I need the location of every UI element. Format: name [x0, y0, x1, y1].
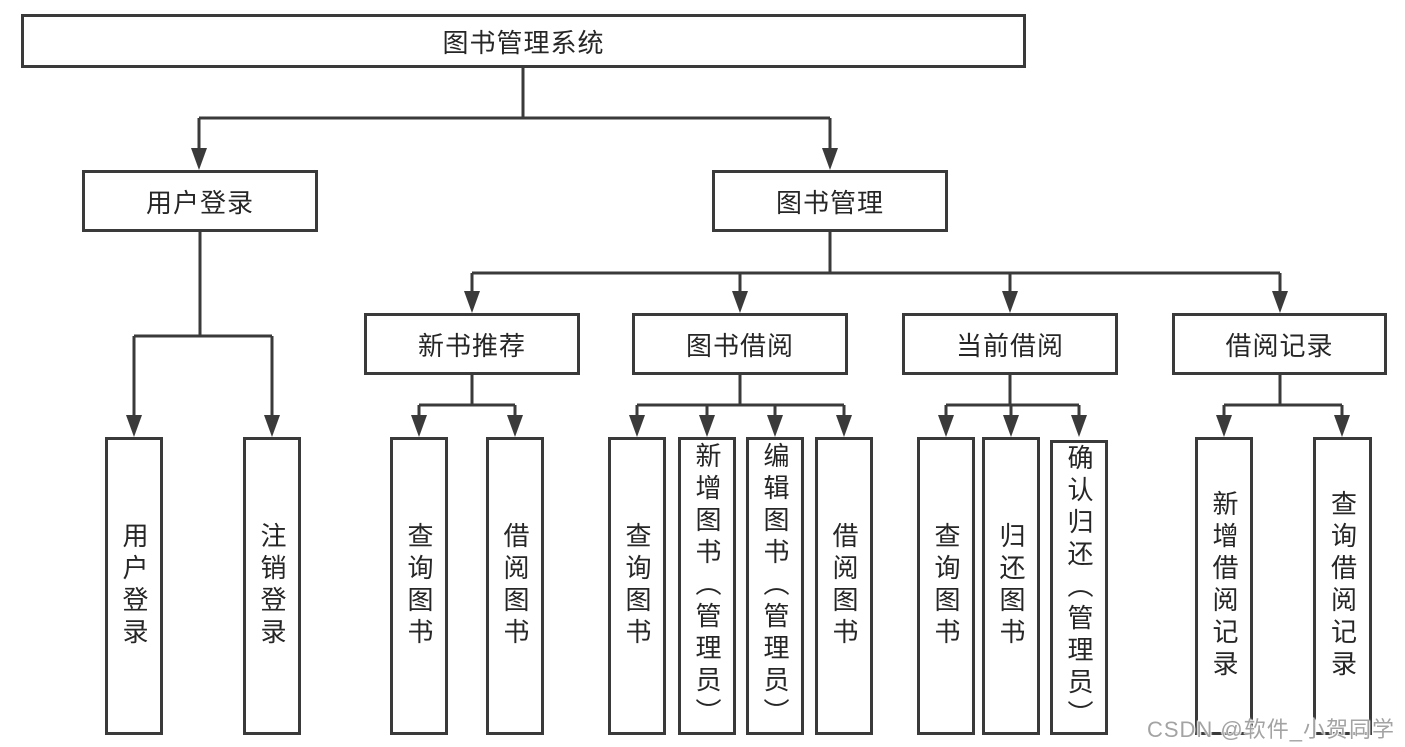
- connector-bookmgmt-to-level3: [470, 232, 1282, 295]
- csdn-watermark: CSDN @软件_小贺同学: [1146, 717, 1395, 742]
- connector-root-to-level2: [197, 68, 832, 152]
- leaf-user-login-label: 用户登录: [119, 522, 149, 650]
- node-book-borrow: 图书借阅: [632, 313, 848, 375]
- node-root-system-label: 图书管理系统: [442, 27, 605, 58]
- leaf-recommend-borrow-book-label: 借阅图书: [500, 522, 530, 650]
- node-current-borrow: 当前借阅: [902, 313, 1118, 375]
- node-root-system: 图书管理系统: [21, 14, 1026, 68]
- arrowhead-icon: [699, 415, 715, 437]
- connector-currentborrow-to-leaves: [944, 375, 1081, 419]
- arrowhead-icon: [1334, 415, 1350, 437]
- leaf-recommend-query-book: 查询图书: [390, 437, 448, 735]
- leaf-current-return-book: 归还图书: [982, 437, 1040, 735]
- node-borrow-records: 借阅记录: [1172, 313, 1387, 375]
- arrowhead-icon: [938, 415, 954, 437]
- arrowhead-icon: [822, 148, 838, 170]
- leaf-borrow-borrow-book: 借阅图书: [815, 437, 873, 735]
- leaf-borrow-edit-book: 编辑图书（管理员）: [746, 437, 804, 735]
- node-current-borrow-label: 当前借阅: [955, 330, 1064, 361]
- arrowhead-icon: [126, 415, 142, 437]
- arrowhead-icon: [464, 291, 480, 313]
- leaf-records-add-record-label: 新增借阅记录: [1209, 490, 1239, 682]
- leaf-records-add-record: 新增借阅记录: [1195, 437, 1253, 735]
- leaf-logout-label: 注销登录: [257, 522, 287, 650]
- leaf-records-query-record: 查询借阅记录: [1313, 437, 1372, 735]
- arrowhead-icon: [507, 415, 523, 437]
- arrowhead-icon: [732, 291, 748, 313]
- node-book-management-label: 图书管理: [775, 187, 884, 218]
- connector-userlogin-to-leaves: [132, 232, 274, 419]
- leaf-recommend-query-book-label: 查询图书: [404, 522, 434, 650]
- arrowhead-icon: [836, 415, 852, 437]
- node-book-borrow-label: 图书借阅: [685, 330, 794, 361]
- arrowhead-icon: [1071, 415, 1087, 437]
- arrowhead-icon: [767, 415, 783, 437]
- node-book-management: 图书管理: [712, 170, 948, 232]
- leaf-current-return-book-label: 归还图书: [996, 522, 1026, 650]
- leaf-borrow-query-book-label: 查询图书: [622, 522, 652, 650]
- leaf-current-confirm-return: 确认归还（管理员）: [1050, 440, 1108, 735]
- arrowhead-icon: [629, 415, 645, 437]
- leaf-logout: 注销登录: [243, 437, 301, 735]
- arrowhead-icon: [1216, 415, 1232, 437]
- arrowhead-icon: [1002, 291, 1018, 313]
- leaf-current-query-book-label: 查询图书: [931, 522, 961, 650]
- node-new-book-recommend: 新书推荐: [364, 313, 580, 375]
- arrowhead-icon: [411, 415, 427, 437]
- leaf-borrow-add-book: 新增图书（管理员）: [678, 437, 736, 735]
- leaf-borrow-query-book: 查询图书: [608, 437, 666, 735]
- node-borrow-records-label: 借阅记录: [1225, 330, 1334, 361]
- arrowhead-icon: [191, 148, 207, 170]
- leaf-user-login: 用户登录: [105, 437, 163, 735]
- connector-bookborrow-to-leaves: [635, 375, 846, 419]
- arrowhead-icon: [1272, 291, 1288, 313]
- leaf-borrow-add-book-label: 新增图书（管理员）: [692, 442, 722, 730]
- connector-newrec-to-leaves: [417, 375, 517, 419]
- arrowhead-icon: [264, 415, 280, 437]
- leaf-current-query-book: 查询图书: [917, 437, 975, 735]
- node-new-book-recommend-label: 新书推荐: [417, 330, 526, 361]
- node-user-login: 用户登录: [82, 170, 318, 232]
- node-user-login-label: 用户登录: [145, 187, 254, 218]
- arrowhead-icon: [1003, 415, 1019, 437]
- leaf-borrow-borrow-book-label: 借阅图书: [829, 522, 859, 650]
- connector-borrowrecords-to-leaves: [1222, 375, 1344, 419]
- leaf-borrow-edit-book-label: 编辑图书（管理员）: [760, 442, 790, 730]
- leaf-current-confirm-return-label: 确认归还（管理员）: [1064, 443, 1094, 732]
- leaf-records-query-record-label: 查询借阅记录: [1327, 490, 1358, 682]
- leaf-recommend-borrow-book: 借阅图书: [486, 437, 544, 735]
